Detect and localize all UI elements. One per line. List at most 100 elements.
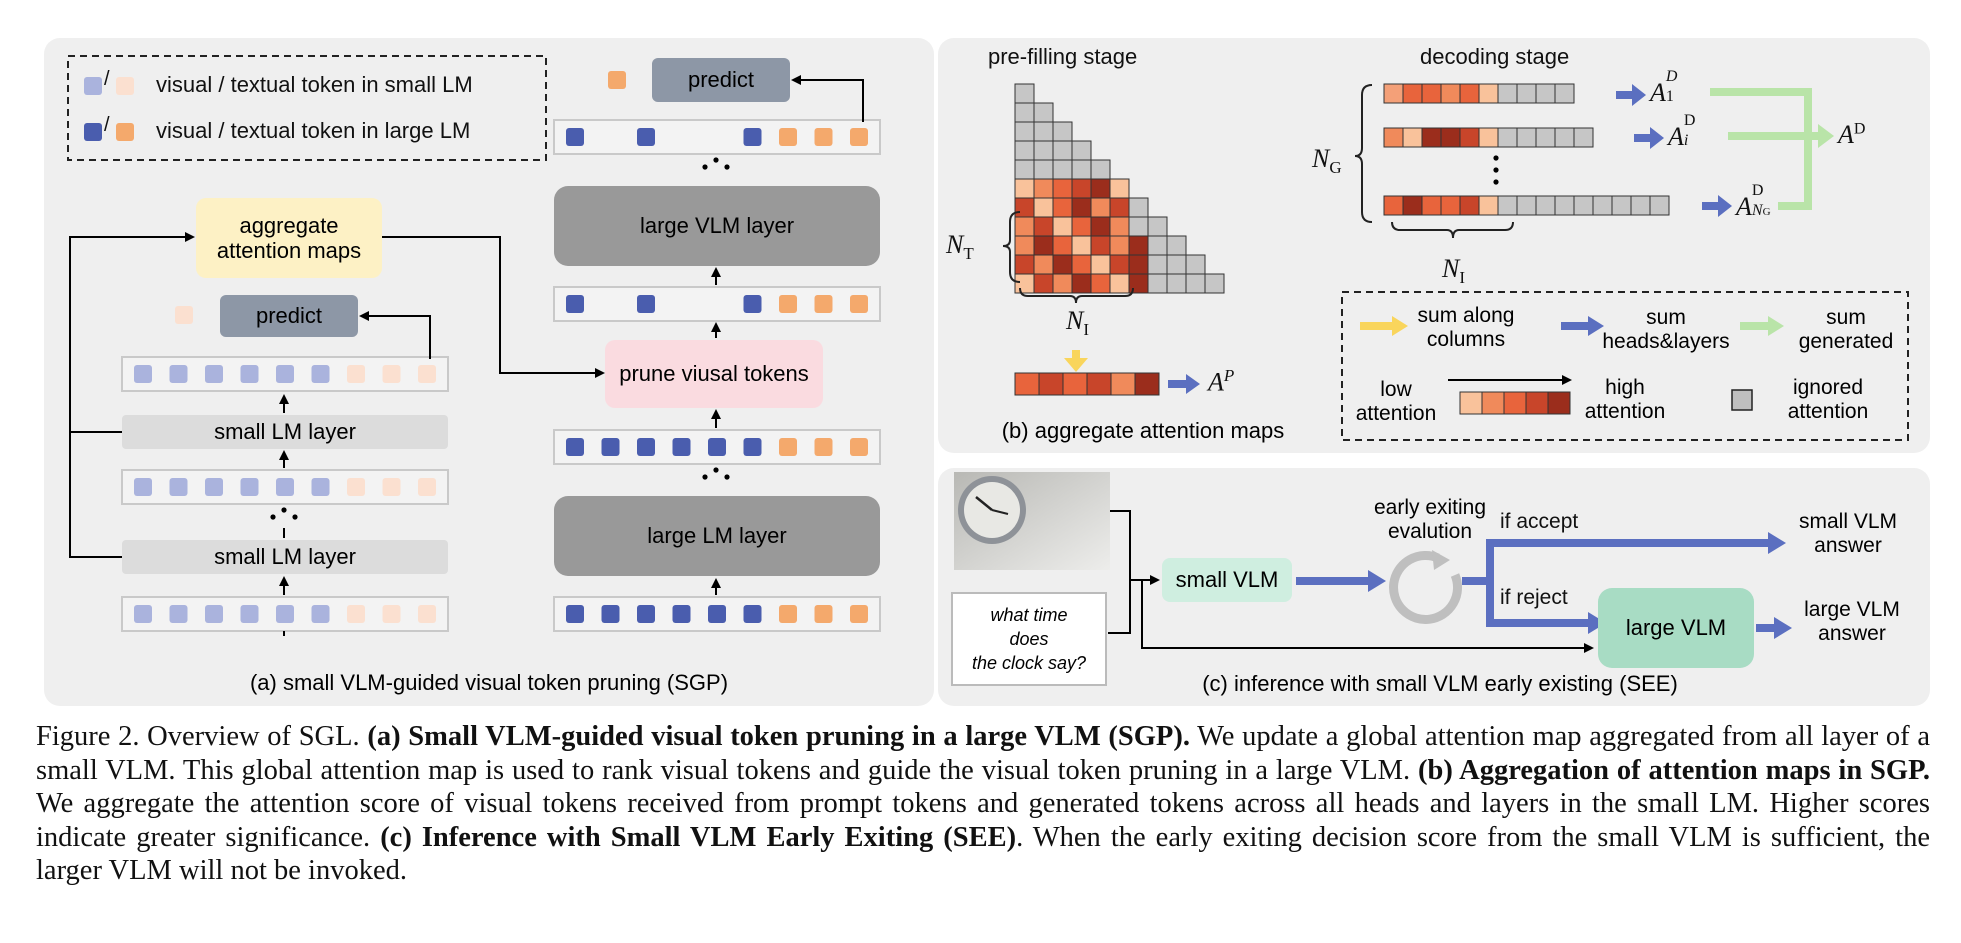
prefill-cell — [1052, 254, 1073, 275]
large-textual-token — [850, 128, 868, 146]
decode-cell-ignored — [1497, 195, 1518, 216]
prefill-cell — [1109, 216, 1130, 237]
prefill-cell — [1033, 102, 1054, 123]
decode-cell-ignored — [1573, 195, 1594, 216]
ng-brace — [1354, 84, 1373, 223]
prefill-cell — [1166, 254, 1187, 275]
prefill-cell — [1033, 216, 1054, 237]
prefill-cell — [1109, 197, 1130, 218]
prefill-cell — [1014, 140, 1035, 161]
large-vlm-layer-label: large VLM layer — [639, 213, 795, 239]
prefill-cell — [1014, 102, 1035, 123]
large-visual-token — [566, 128, 584, 146]
small-visual-token — [205, 605, 223, 623]
panel-b-legend-box — [1341, 291, 1909, 441]
predicted-token-large — [608, 71, 626, 89]
gradient-cell — [1481, 391, 1505, 415]
large-textual-token — [779, 605, 797, 623]
if-reject-label: if reject — [1500, 586, 1568, 609]
large-visual-token — [672, 438, 691, 456]
legend-label-small: visual / textual token in small LM — [156, 72, 473, 97]
decode-cell-ignored — [1535, 83, 1556, 104]
decode-attention-rows — [1383, 83, 1670, 216]
small-textual-token — [418, 365, 436, 383]
decode-cell-ignored — [1516, 83, 1537, 104]
large-visual-token — [601, 605, 620, 623]
panel-c-caption: (c) inference with small VLM early exist… — [1202, 671, 1678, 697]
prune-label: prune viusal tokens — [619, 361, 809, 387]
prefill-cell — [1033, 197, 1054, 218]
decode-cell — [1383, 127, 1404, 148]
prefill-cell — [1128, 197, 1149, 218]
small-answer-label: small VLM answer — [1798, 509, 1898, 557]
prefill-cell — [1071, 140, 1092, 161]
decode-cell — [1440, 83, 1461, 104]
large-visual-token — [637, 605, 655, 623]
prefill-cell — [1185, 254, 1206, 275]
prefill-cell — [1147, 216, 1168, 237]
small-visual-token — [134, 478, 152, 496]
prefill-cell — [1052, 178, 1073, 199]
large-textual-token — [814, 438, 833, 456]
prefill-cell — [1166, 273, 1187, 294]
large-visual-token — [566, 438, 584, 456]
predict-small-box — [220, 295, 358, 337]
large-textual-token — [814, 295, 833, 313]
small-vlm-label: small VLM — [1175, 567, 1279, 593]
predict-large-label: predict — [687, 67, 755, 93]
nt-label: NT — [946, 230, 974, 264]
panel-a-caption: (a) small VLM-guided visual token prunin… — [249, 670, 729, 696]
large-visual-token — [637, 295, 655, 313]
prefill-cell — [1014, 273, 1035, 294]
decode-cell — [1421, 83, 1442, 104]
small-visual-token — [240, 478, 259, 496]
prefill-cell — [1014, 159, 1035, 180]
legend-sum-gen: sum generated — [1798, 305, 1894, 353]
low-high-gradient — [1459, 391, 1571, 415]
decode-cell-ignored — [1497, 83, 1518, 104]
ni-brace-decode — [1391, 221, 1514, 239]
legend-sum-cols: sum along columns — [1417, 303, 1515, 351]
small-visual-token — [276, 478, 294, 496]
small-visual-token — [311, 605, 330, 623]
ap-cell — [1014, 372, 1040, 396]
decode-cell — [1459, 83, 1480, 104]
decode-cell-ignored — [1630, 195, 1651, 216]
gradient-cell — [1547, 391, 1571, 415]
large-lm-layer-box — [554, 496, 880, 576]
small-textual-token — [347, 365, 365, 383]
decode-cell-ignored — [1535, 195, 1556, 216]
prefill-cell — [1014, 178, 1035, 199]
prefill-cell — [1014, 197, 1035, 218]
decode-cell — [1402, 195, 1423, 216]
prefill-cell — [1147, 235, 1168, 256]
large-visual-token — [566, 605, 584, 623]
legend-sum-heads: sum heads&layers — [1602, 305, 1730, 353]
prefill-cell — [1109, 273, 1130, 294]
ellipsis-small — [270, 507, 298, 520]
prefill-cell — [1109, 235, 1130, 256]
prefill-cell — [1071, 178, 1092, 199]
prefill-cell — [1052, 235, 1073, 256]
legend-label-large: visual / textual token in large LM — [156, 118, 471, 143]
ap-cell — [1038, 372, 1064, 396]
decode-cell — [1383, 83, 1404, 104]
large-textual-token — [850, 295, 868, 313]
small-visual-token — [311, 478, 330, 496]
large-textual-token — [814, 128, 833, 146]
prefill-cell — [1033, 273, 1054, 294]
prefill-cell — [1090, 159, 1111, 180]
prefill-cell — [1071, 159, 1092, 180]
question-text: what time does the clock say? — [971, 604, 1087, 674]
prefill-cell — [1090, 273, 1111, 294]
caption-text-b: We aggregate the attention score of visu… — [36, 788, 1930, 853]
prefill-cell — [1033, 121, 1054, 142]
small-lm-layer-top-label: small LM layer — [214, 419, 356, 445]
small-visual-token — [169, 605, 188, 623]
legend-high: high attention — [1584, 375, 1666, 423]
decode-cell — [1421, 127, 1442, 148]
decode-cell-ignored — [1497, 127, 1518, 148]
large-lm-layer-label: large LM layer — [647, 523, 787, 549]
caption-text-a: We update a global attention map aggrega… — [36, 721, 1930, 786]
